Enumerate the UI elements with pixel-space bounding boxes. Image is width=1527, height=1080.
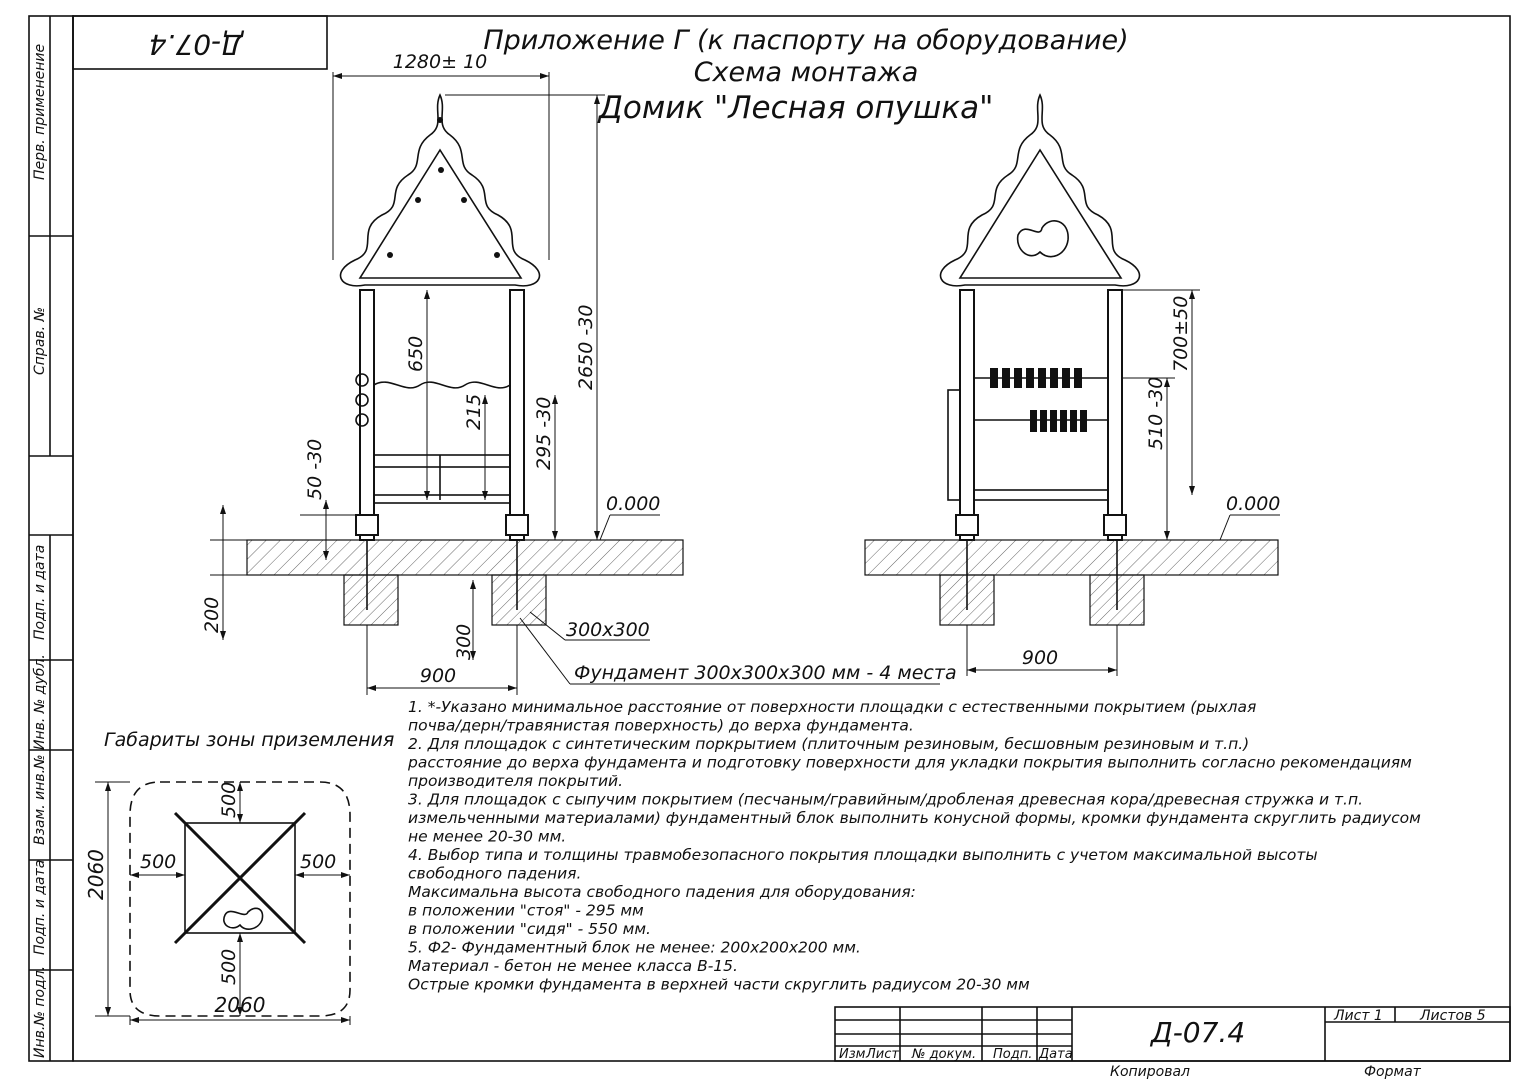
- tb-sheets: Листов 5: [1419, 1008, 1486, 1024]
- note-line: в положении "сидя" - 550 мм.: [408, 920, 651, 938]
- dim-900-left: 900: [420, 665, 456, 687]
- dim-900-right: 900: [1022, 647, 1058, 669]
- zone-outline: [129, 781, 351, 1017]
- tb-data: Дата: [1038, 1047, 1073, 1062]
- note-line: Материал - бетон не менее класса В-15.: [408, 957, 738, 975]
- label-podp-data-2: Подп. и дата: [32, 860, 48, 955]
- ground-right: [864, 539, 1279, 576]
- tb-izm: Изм: [839, 1047, 866, 1062]
- zone-width: 2060: [215, 993, 266, 1017]
- label-inv-podl: Инв.№ подл.: [32, 966, 48, 1058]
- label-vzam-inv: Взам. инв.№: [32, 754, 48, 845]
- tb-sheet: Лист 1: [1333, 1008, 1383, 1024]
- dim-215: 215: [463, 394, 485, 430]
- dim-700: 700±50: [1170, 296, 1192, 372]
- title-line-2: Схема монтажа: [694, 57, 919, 88]
- note-line: 1. *-Указано минимальное расстояние от п…: [408, 698, 1256, 716]
- zone-bottom: 500: [218, 949, 240, 985]
- abacus-upper: [990, 368, 1082, 388]
- gable-left: [358, 148, 523, 279]
- zone-caption: Габариты зоны приземления: [104, 729, 394, 751]
- sheet-frame: [28, 15, 1511, 1062]
- dim-50: 50 -30: [304, 439, 326, 500]
- label-perv-primenenie: Перв. применение: [32, 44, 48, 180]
- landing-zone: Габариты зоны приземления 500 500 500 50…: [84, 729, 394, 1025]
- note-line: свободного падения.: [408, 865, 581, 883]
- dim-width-top: 1280± 10: [393, 51, 488, 73]
- dim-200: 200: [201, 597, 223, 633]
- note-line: расстояние до верха фундамента и подгото…: [407, 754, 1412, 772]
- note-line: 2. Для площадок с синтетическим поркрыти…: [408, 735, 1249, 753]
- roof-outline-left: [339, 93, 541, 287]
- title-block-heading: Приложение Г (к паспорту на оборудование…: [483, 25, 1128, 126]
- note-line: почва/дерн/травянистая поверхность) до в…: [408, 717, 914, 735]
- dim-650: 650: [405, 336, 427, 372]
- level-left: 0.000: [606, 493, 660, 515]
- dim-295: 295 -30: [533, 397, 555, 470]
- front-view: 1280± 10 2650 -30 650 215 295 -30 50 -30…: [201, 51, 957, 695]
- post-left-2: [509, 289, 525, 541]
- zone-height: 2060: [84, 849, 108, 900]
- stamp-code-top: Д-07.4: [149, 28, 245, 61]
- notes: 1. *-Указано минимальное расстояние от п…: [407, 698, 1421, 994]
- foundation-left-2: [491, 574, 547, 626]
- zone-right: 500: [300, 851, 336, 873]
- dim-510: 510 -30: [1145, 377, 1167, 450]
- note-line: Острые кромки фундамента в верхней части…: [408, 976, 1030, 994]
- abacus-lower: [1030, 410, 1087, 432]
- note-line: 4. Выбор типа и толщины травмобезопасног…: [408, 846, 1318, 864]
- note-line: 5. Ф2- Фундаментный блок не менее: 200х2…: [408, 939, 861, 957]
- tb-format: Формат: [1364, 1064, 1422, 1080]
- foundation-left-1: [343, 574, 399, 626]
- dim-height-total: 2650 -30: [575, 305, 597, 390]
- post-left-1: [359, 289, 375, 541]
- level-right: 0.000: [1226, 493, 1280, 515]
- tb-list: Лист: [865, 1047, 899, 1062]
- tb-code: Д-07.4: [1149, 1016, 1245, 1049]
- title-block: Изм Лист № докум. Подп. Дата Д-07.4 Лист…: [834, 1006, 1511, 1080]
- gable-right: [958, 148, 1123, 279]
- note-line: в положении "стоя" - 295 мм: [408, 902, 644, 920]
- label-inv-dubl: Инв. № дубл.: [32, 654, 48, 750]
- found-size: 300х300: [566, 619, 650, 641]
- tb-doc-no: № докум.: [911, 1047, 976, 1062]
- note-line: измельченными материалами) фундаментный …: [408, 809, 1421, 827]
- note-line: не менее 20-30 мм.: [408, 828, 566, 846]
- zone-top: 500: [218, 782, 240, 818]
- tb-podp: Подп.: [993, 1047, 1032, 1062]
- title-line-3: Домик "Лесная опушка": [597, 90, 994, 126]
- label-sprav-no: Справ. №: [32, 307, 48, 375]
- side-frame-labels: Перв. применение Справ. № Подп. и дата И…: [32, 44, 48, 1058]
- note-line: производителя покрытий.: [408, 772, 623, 790]
- dim-300: 300: [453, 624, 475, 660]
- title-line-1: Приложение Г (к паспорту на оборудование…: [483, 25, 1128, 56]
- butterfly-cutout: [1016, 220, 1069, 258]
- note-line: Максимальна высота свободного падения дл…: [408, 883, 916, 901]
- found-note: Фундамент 300х300х300 мм - 4 места: [574, 662, 957, 684]
- roof-outline-right: [939, 93, 1141, 287]
- top-stamp: Д-07.4: [72, 15, 328, 70]
- side-view: 700±50 510 -30 0.000 900: [864, 93, 1280, 676]
- note-line: 3. Для площадок с сыпучим покрытием (пес…: [408, 791, 1363, 809]
- zone-left: 500: [140, 851, 176, 873]
- tb-kopiroval: Копировал: [1110, 1064, 1190, 1080]
- label-podp-data-1: Подп. и дата: [32, 545, 48, 640]
- ground-left: [246, 539, 684, 576]
